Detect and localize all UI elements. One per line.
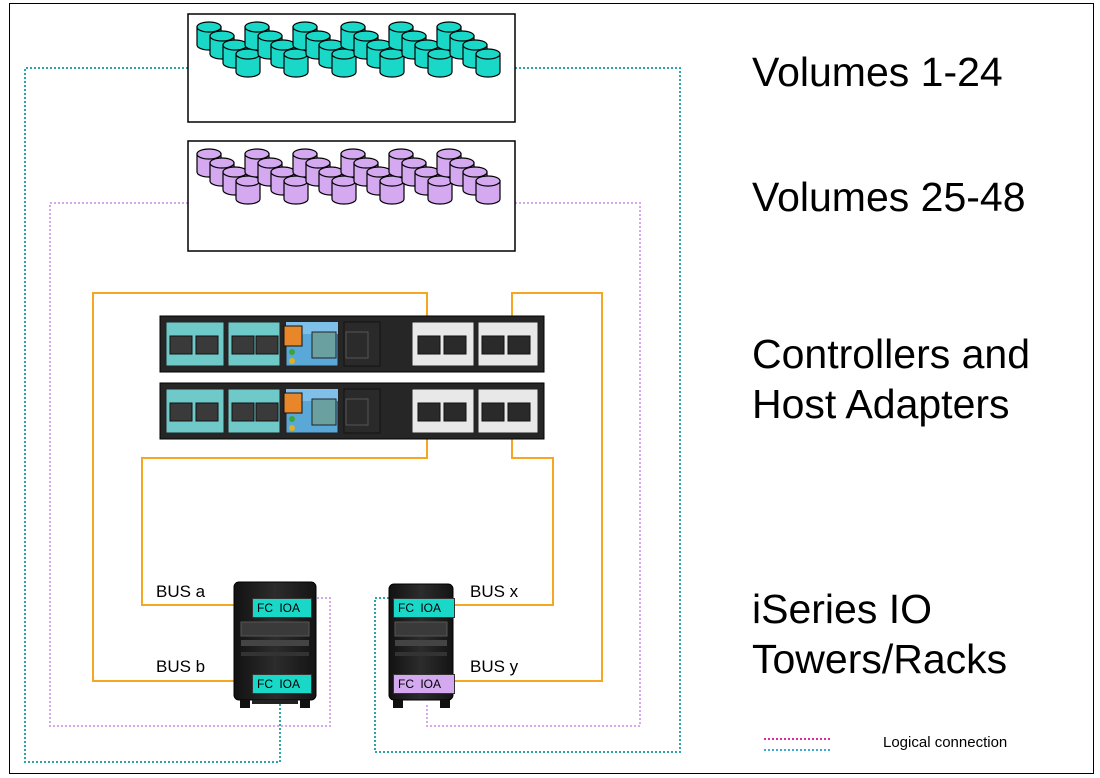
fc-ioa-right-top: FC IOA [393, 598, 455, 618]
volume-disks-25-48 [196, 148, 501, 205]
fc-ioa-left-top: FC IOA [252, 598, 312, 618]
fc-ioa-left-bottom: FC IOA [252, 674, 312, 694]
legend-label: Logical connection [883, 734, 1008, 751]
fc-ioa-right-bottom: FC IOA [393, 674, 455, 694]
label-volumes-1-24: Volumes 1-24 [752, 49, 1003, 95]
logical-link-teal-left [24, 67, 281, 763]
disk-icon [475, 48, 501, 78]
label-controllers-line2: Host Adapters [752, 381, 1010, 427]
label-controllers-line1: Controllers and [752, 331, 1031, 377]
bus-a-label: BUS a [156, 582, 206, 601]
disk-icon [379, 175, 405, 205]
bus-b-label: BUS b [156, 657, 206, 676]
logical-connections [24, 67, 681, 763]
cable-bus-b [92, 292, 428, 682]
disk-icon [331, 48, 357, 78]
disk-icon [379, 48, 405, 78]
legend-lines [764, 738, 832, 751]
logical-link-purple-right [426, 202, 641, 727]
cable-bus-y [455, 292, 603, 682]
disk-icon [427, 175, 453, 205]
disk-icon [331, 175, 357, 205]
controller-host-adapter-1 [159, 315, 545, 373]
disk-icon [235, 175, 261, 205]
volume-disks-1-24 [196, 21, 501, 78]
disk-icon [283, 48, 309, 78]
bus-y-label: BUS y [470, 657, 519, 676]
disk-icon [235, 48, 261, 78]
disk-icon [283, 175, 309, 205]
label-iseries-line1: iSeries IO [752, 586, 932, 632]
disk-icon [427, 48, 453, 78]
logical-link-teal-right [374, 67, 681, 753]
diagram-frame [9, 3, 1094, 774]
label-iseries-line2: Towers/Racks [752, 636, 1008, 682]
label-volumes-25-48: Volumes 25-48 [752, 174, 1026, 220]
bus-x-label: BUS x [470, 582, 519, 601]
controller-host-adapter-2 [159, 382, 545, 440]
disk-icon [475, 175, 501, 205]
logical-link-purple-left [49, 202, 331, 727]
